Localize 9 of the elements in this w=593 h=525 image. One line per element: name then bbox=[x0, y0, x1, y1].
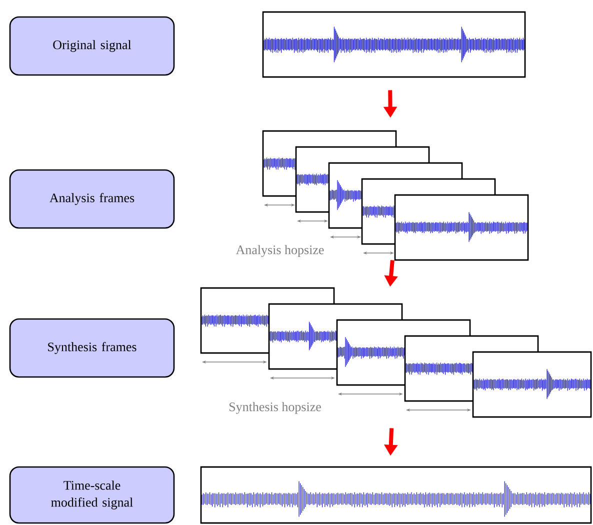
stage-box: Analysis frames bbox=[9, 169, 175, 229]
hopsize-label: Analysis hopsize bbox=[236, 245, 324, 257]
frame-stack-drawing bbox=[200, 287, 592, 418]
waveform-drawing bbox=[262, 11, 526, 78]
hopsize-label: Synthesis hopsize bbox=[229, 402, 321, 414]
waveform-drawing bbox=[200, 466, 592, 524]
stage-box: Synthesis frames bbox=[9, 318, 175, 378]
stage-box: Time-scale modified signal bbox=[9, 466, 175, 524]
stage-box: Original signal bbox=[9, 16, 175, 76]
